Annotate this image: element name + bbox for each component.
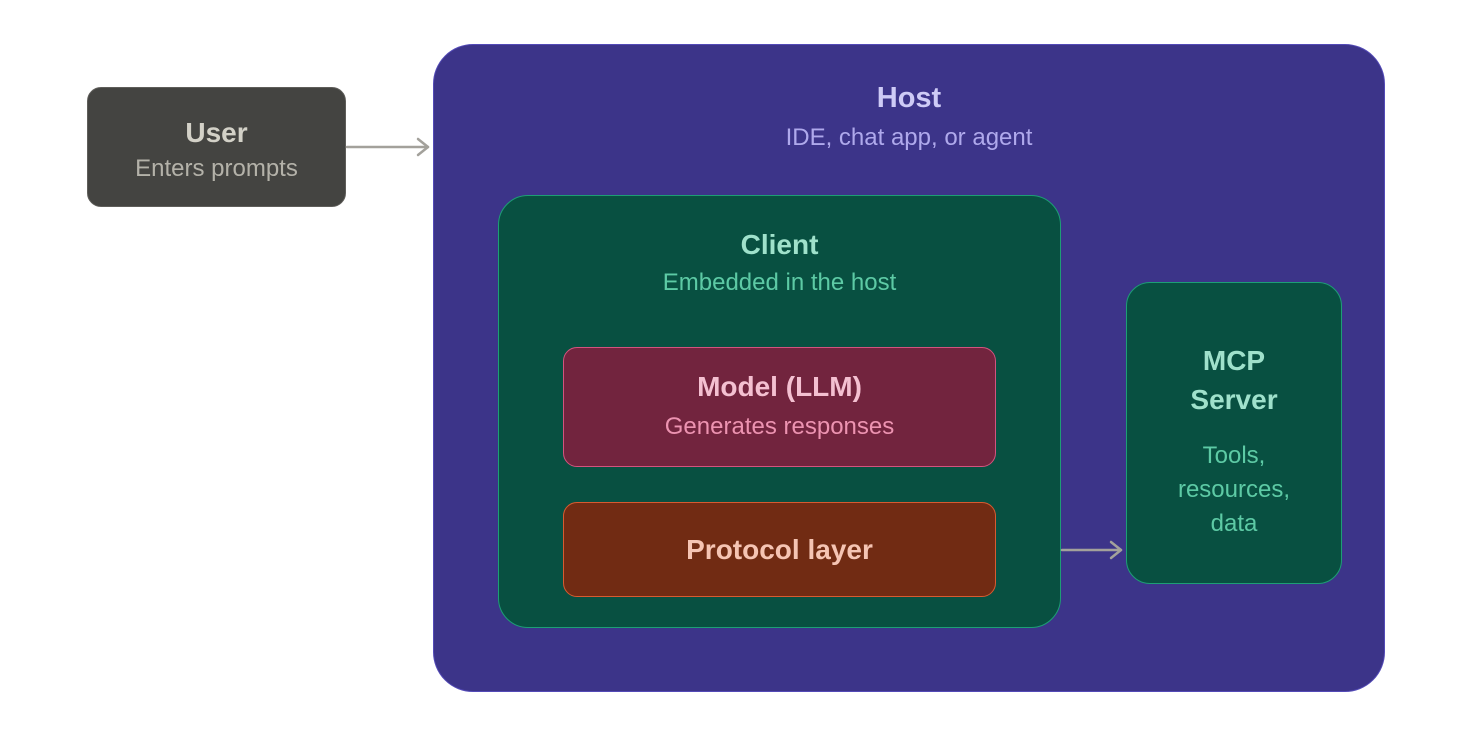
- user-title: User: [185, 117, 248, 148]
- model-subtitle: Generates responses: [664, 413, 895, 440]
- client-title: Client: [740, 229, 819, 260]
- client-subtitle: Embedded in the host: [662, 269, 897, 296]
- mcp-server-node: MCP Server Tools, resources, data: [1126, 282, 1342, 584]
- user-to-host-arrow: [345, 137, 430, 157]
- model-title: Model (LLM): [697, 371, 862, 402]
- server-desc-line3: data: [1210, 510, 1258, 537]
- user-node: User Enters prompts: [87, 87, 346, 207]
- model-node: Model (LLM) Generates responses: [563, 347, 996, 467]
- protocol-title: Protocol layer: [686, 534, 873, 565]
- host-title: Host: [876, 82, 942, 114]
- server-desc-line1: Tools,: [1202, 442, 1266, 469]
- user-subtitle: Enters prompts: [135, 155, 298, 182]
- server-title-line2: Server: [1190, 384, 1278, 415]
- server-title-line1: MCP: [1202, 345, 1266, 376]
- server-desc-line2: resources,: [1177, 476, 1291, 503]
- server-description: Tools, resources, data: [1127, 439, 1341, 541]
- protocol-layer-node: Protocol layer: [563, 502, 996, 597]
- server-title: MCP Server: [1127, 341, 1341, 419]
- host-subtitle: IDE, chat app, or agent: [785, 124, 1033, 151]
